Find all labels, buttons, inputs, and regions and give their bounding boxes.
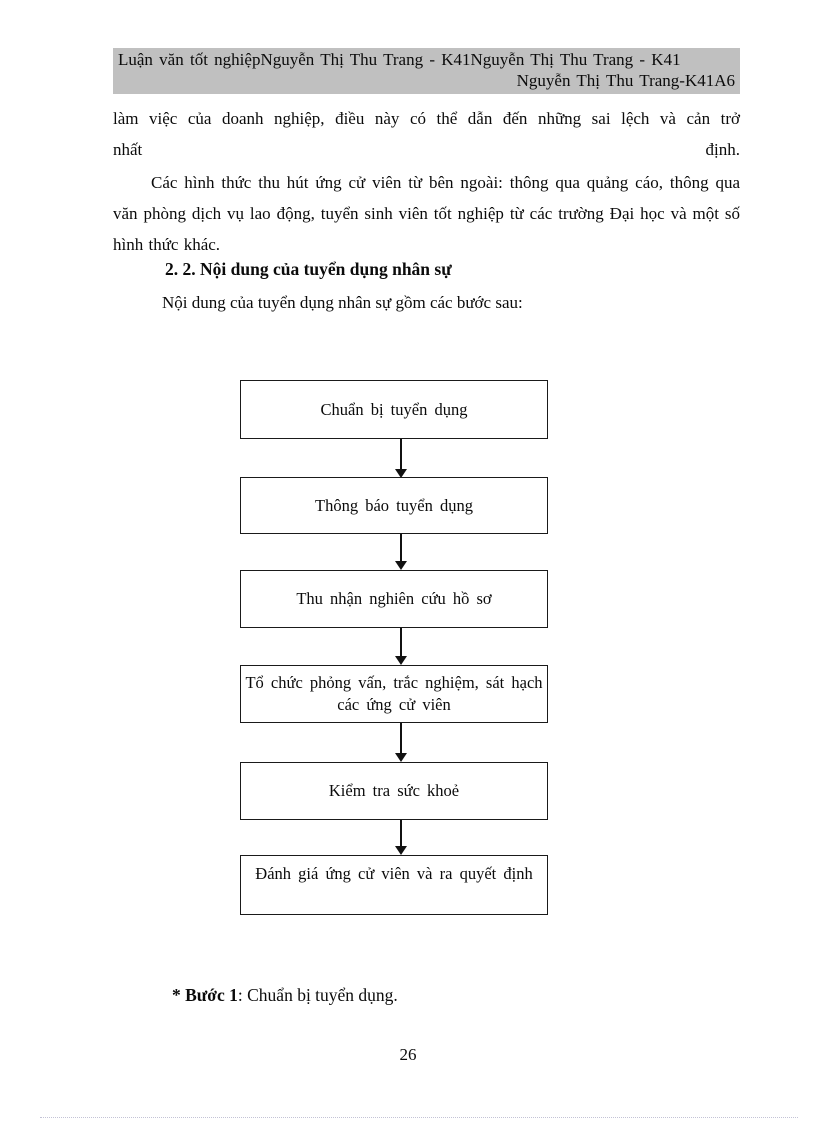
down-arrow-connector [394, 723, 408, 762]
down-arrow-connector [394, 439, 408, 478]
flow-step-box-4: Tổ chức phỏng vấn, trắc nghiệm, sát hạch… [240, 665, 548, 723]
flow-step-box-3: Thu nhận nghiên cứu hồ sơ [240, 570, 548, 628]
arrow-shaft [400, 723, 402, 754]
arrow-shaft [400, 628, 402, 657]
arrow-shaft [400, 820, 402, 847]
flow-step-label: Thu nhận nghiên cứu hồ sơ [296, 589, 492, 608]
bottom-dotted-divider [40, 1117, 798, 1118]
intro-sentence: Nội dung của tuyển dụng nhân sự gồm các … [162, 293, 523, 312]
arrowhead-icon [395, 656, 407, 665]
arrow-shaft [400, 439, 402, 470]
step-note-rest: : Chuẩn bị tuyển dụng. [237, 985, 398, 1005]
page-header: Luận văn tốt nghiệpNguyễn Thị Thu Trang … [113, 48, 740, 94]
flow-step-box-1: Chuẩn bị tuyển dụng [240, 380, 548, 439]
arrowhead-icon [395, 846, 407, 855]
paragraph-continuation: làm việc của doanh nghiệp, điều này có t… [113, 103, 740, 165]
flow-step-label: Tổ chức phỏng vấn, trắc nghiệm, sát hạch… [245, 673, 543, 714]
arrowhead-icon [395, 561, 407, 570]
paragraph-recruitment-sources: Các hình thức thu hút ứng cử viên từ bên… [113, 173, 740, 254]
paragraph-line: làm việc của doanh nghiệp, điều này có t… [113, 109, 740, 128]
arrowhead-icon [395, 753, 407, 762]
paragraph-justified-line: nhất định. [113, 134, 740, 165]
word-right: định. [705, 140, 740, 159]
arrowhead-icon [395, 469, 407, 478]
step-note: * Bước 1: Chuẩn bị tuyển dụng. [172, 982, 398, 1008]
flow-step-label: Thông báo tuyển dụng [315, 495, 473, 515]
step-note-bold: * Bước 1 [172, 985, 238, 1005]
word-left: nhất [113, 140, 143, 159]
down-arrow-connector [394, 820, 408, 855]
flow-step-box-6: Đánh giá ứng cử viên và ra quyết định [240, 855, 548, 915]
header-title-line: Luận văn tốt nghiệpNguyễn Thị Thu Trang … [118, 50, 681, 69]
flow-step-label: Đánh giá ứng cử viên và ra quyết định [255, 864, 533, 883]
arrow-shaft [400, 534, 402, 562]
header-author-line: Nguyễn Thị Thu Trang-K41A6 [516, 71, 735, 90]
down-arrow-connector [394, 534, 408, 570]
flow-step-label: Chuẩn bị tuyển dụng [320, 399, 468, 419]
flow-step-label: Kiểm tra sức khoẻ [328, 781, 460, 800]
flow-step-box-5: Kiểm tra sức khoẻ [240, 762, 548, 820]
page-number: 26 [399, 1045, 417, 1064]
down-arrow-connector [394, 628, 408, 665]
section-heading: 2. 2. Nội dung của tuyển dụng nhân sự [165, 259, 452, 279]
flow-step-box-2: Thông báo tuyển dụng [240, 477, 548, 534]
